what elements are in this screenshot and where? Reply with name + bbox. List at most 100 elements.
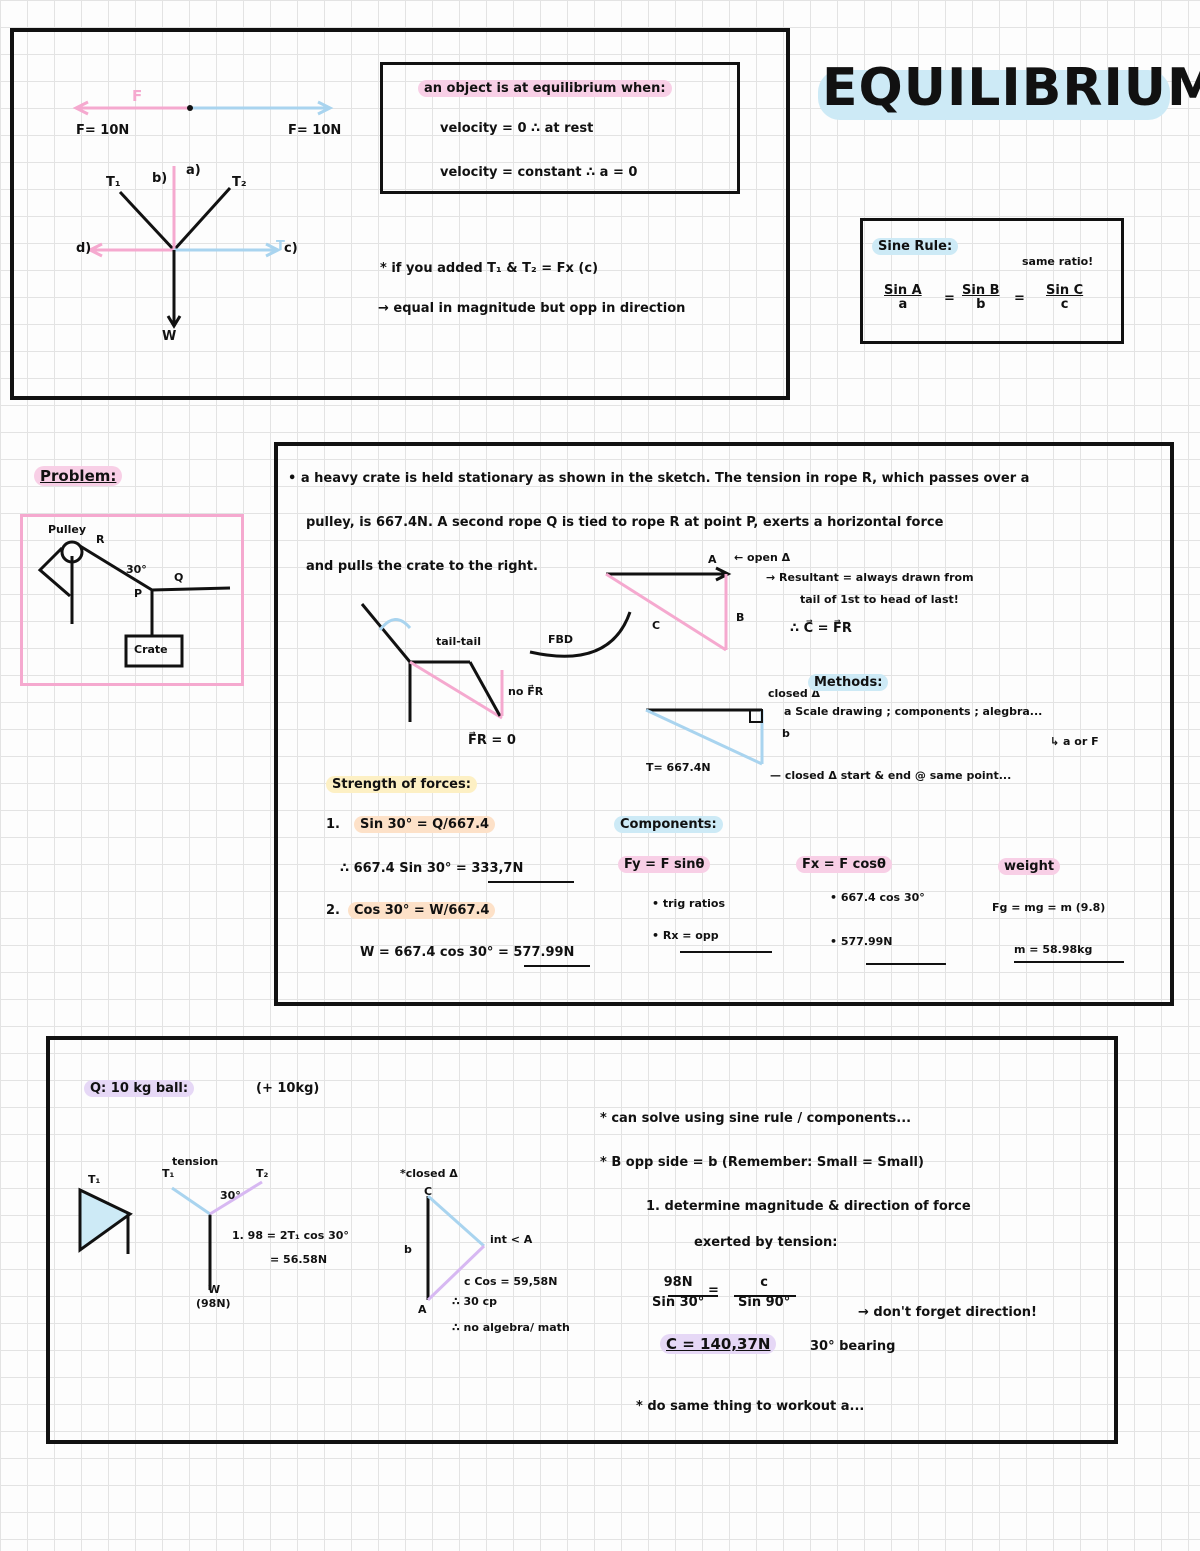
example-bearing: 30° bearing xyxy=(810,1339,896,1354)
example-eqsign: = xyxy=(708,1283,719,1298)
strength-heading: Strength of forces: xyxy=(326,776,477,793)
methods-line: ↳ a or F xyxy=(1050,735,1099,748)
example-label: W xyxy=(208,1283,221,1296)
problem-line: and pulls the crate to the right. xyxy=(306,559,538,574)
strength-eq: Cos 30° = W/667.4 xyxy=(348,902,496,919)
diagram-note: C xyxy=(652,619,661,632)
equilibrium-intro-box xyxy=(10,28,790,400)
sine-op: = xyxy=(1014,291,1025,306)
diagram-note: A xyxy=(708,553,717,566)
force-label: W xyxy=(162,329,177,344)
diagram-note: F⃗R = 0 xyxy=(468,733,516,748)
methods-line: — closed Δ start & end @ same point... xyxy=(770,769,1012,782)
strength-eq: Sin 30° = Q/667.4 xyxy=(354,816,496,833)
strength-result: W = 667.4 cos 30° = 577.99N xyxy=(360,945,575,960)
example-given: (+ 10kg) xyxy=(256,1081,320,1096)
strength-result: ∴ 667.4 Sin 30° = 333,7N xyxy=(340,861,524,876)
example-label: 30° xyxy=(220,1189,241,1202)
definition-item: velocity = constant ∴ a = 0 xyxy=(440,165,638,180)
problem-sketch-box xyxy=(20,514,244,686)
intro-note: → equal in magnitude but opp in directio… xyxy=(378,301,686,316)
strength-num: 2. xyxy=(326,903,340,918)
sketch-label: R xyxy=(96,533,105,546)
example-box xyxy=(46,1036,1118,1444)
problem-line: • a heavy crate is held stationary as sh… xyxy=(288,471,1030,486)
example-label: tension xyxy=(172,1155,219,1168)
triangle-label: *closed Δ xyxy=(400,1167,458,1180)
triangle-label: A xyxy=(418,1303,427,1316)
triangle-label: int < A xyxy=(490,1233,533,1246)
component-line: Fg = mg = m (9.8) xyxy=(992,901,1106,914)
force-label: b) xyxy=(152,171,168,186)
sketch-label: Q xyxy=(174,571,184,584)
page-title: EQUILIBRIUM xyxy=(822,58,1200,118)
example-label: T₁ xyxy=(88,1173,101,1186)
diagram-note: tail-tail xyxy=(436,635,482,648)
example-line: 1. determine magnitude & direction of fo… xyxy=(646,1199,971,1214)
problem-diagrams xyxy=(360,566,1124,967)
diagram-note: tail of 1st to head of last! xyxy=(800,593,959,606)
definition-item: velocity = 0 ∴ at rest xyxy=(440,121,594,136)
diagram-note: no F⃗R xyxy=(508,685,544,698)
force-label: F= 10N xyxy=(76,123,130,138)
diagram-note: closed Δ xyxy=(768,687,821,700)
example-result: C = 140,37N xyxy=(660,1334,777,1354)
example-label: 1. 98 = 2T₁ cos 30° xyxy=(232,1229,349,1242)
force-label: F= 10N xyxy=(288,123,342,138)
triangle-label: ∴ no algebra/ math xyxy=(452,1321,570,1334)
example-label: (98N) xyxy=(196,1297,231,1310)
force-label: T xyxy=(276,239,285,254)
example-line: * B opp side = b (Remember: Small = Smal… xyxy=(600,1155,924,1170)
sine-rule-note: same ratio! xyxy=(1022,255,1094,268)
component-line: m = 58.98kg xyxy=(1014,943,1093,956)
diagram-note: → Resultant = always drawn from xyxy=(766,571,974,584)
component-line: • Rx = opp xyxy=(652,929,719,942)
example-heading: Q: 10 kg ball: xyxy=(84,1080,195,1097)
example-last: * do same thing to workout a... xyxy=(636,1399,865,1414)
force-label: F xyxy=(132,87,143,105)
component-line: • trig ratios xyxy=(652,897,725,910)
pulley-sketch xyxy=(37,540,231,668)
triangle-label: ∴ 30 cp xyxy=(452,1295,498,1308)
force-diagram-1 xyxy=(72,100,334,329)
strength-num: 1. xyxy=(326,817,340,832)
sketch-label: Crate xyxy=(134,643,168,656)
example-diagrams xyxy=(78,1180,796,1302)
example-label: T₁ xyxy=(162,1167,175,1180)
sine-op: = xyxy=(944,291,955,306)
sketch-label: 30° xyxy=(126,563,147,576)
title-highlight xyxy=(818,70,1170,120)
problem-line: pulley, is 667.4N. A second rope Q is ti… xyxy=(306,515,944,530)
triangle-label: C xyxy=(424,1185,433,1198)
problem-label: Problem: xyxy=(34,466,123,486)
component-head: weight xyxy=(998,858,1061,875)
triangle-label: b xyxy=(404,1243,412,1256)
force-label: T₁ xyxy=(106,175,121,190)
diagram-note: FBD xyxy=(548,633,574,646)
triangle-label: c Cos = 59,58N xyxy=(464,1275,558,1288)
definition-heading: an object is at equilibrium when: xyxy=(418,80,672,97)
diagram-note: T= 667.4N xyxy=(646,761,711,774)
methods-heading: Methods: xyxy=(808,674,889,691)
component-line: • 577.99N xyxy=(830,935,893,948)
problem-box xyxy=(274,442,1174,1006)
components-heading: Components: xyxy=(614,816,723,833)
sketch-label: P xyxy=(134,587,143,600)
force-label: a) xyxy=(186,163,201,178)
component-line: • 667.4 cos 30° xyxy=(830,891,925,904)
force-label: T₂ xyxy=(232,175,247,190)
component-head: Fy = F sinθ xyxy=(618,856,711,873)
sketch-label: Pulley xyxy=(48,523,87,536)
example-line: * can solve using sine rule / components… xyxy=(600,1111,912,1126)
example-label: = 56.58N xyxy=(270,1253,328,1266)
example-line: exerted by tension: xyxy=(694,1235,838,1250)
example-label: T₂ xyxy=(256,1167,269,1180)
definition-box xyxy=(380,62,740,194)
force-label: d) xyxy=(76,241,92,256)
methods-line: a Scale drawing ; components ; alegbra..… xyxy=(784,705,1043,718)
